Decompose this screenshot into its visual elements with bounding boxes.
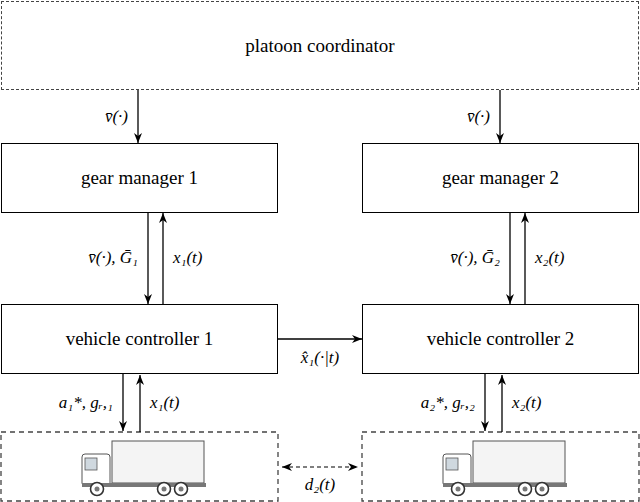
signal-label: d₂(t) — [303, 476, 337, 495]
coordinator-box: platoon coordinator — [1, 1, 639, 90]
box-title: vehicle controller 2 — [427, 328, 575, 350]
signal-arrow — [137, 90, 138, 143]
signal-arrow — [501, 375, 502, 432]
signal-arrow — [147, 213, 148, 304]
signal-label: a₂*, gᵣ,₂ — [419, 394, 477, 413]
signal-arrow — [139, 375, 140, 432]
signal-label: x₁(t) — [171, 249, 205, 268]
signal-label: x₂(t) — [510, 394, 544, 413]
signal-arrow — [484, 374, 485, 431]
box-title: gear manager 1 — [81, 167, 198, 189]
signal-arrow — [509, 213, 510, 304]
signal-label: x₁(t) — [148, 394, 182, 413]
signal-label: v̄(·) — [103, 108, 130, 127]
signal-arrow — [278, 338, 362, 339]
box-title: platoon coordinator — [245, 35, 394, 57]
signal-label: v̄(·) — [465, 108, 492, 127]
controller-box: vehicle controller 1 — [1, 304, 278, 374]
box-title: gear manager 2 — [442, 167, 559, 189]
signal-arrow — [499, 90, 500, 143]
signal-label: x̂₁(·|t) — [299, 349, 341, 368]
truck-icon — [443, 441, 567, 496]
manager-box: gear manager 2 — [362, 143, 639, 213]
signal-arrow — [162, 213, 163, 304]
manager-box: gear manager 1 — [1, 143, 278, 213]
vehicle-frame — [362, 432, 639, 501]
signal-label: v̄(·), Ḡ₂ — [448, 249, 502, 268]
signal-label: a₁*, gᵣ,₁ — [57, 394, 115, 413]
controller-box: vehicle controller 2 — [362, 304, 639, 374]
distance-arrow — [282, 466, 358, 467]
signal-label: v̄(·), Ḡ₁ — [86, 249, 140, 268]
signal-arrow — [122, 374, 123, 431]
signal-arrow — [524, 213, 525, 304]
signal-label: x₂(t) — [533, 249, 567, 268]
box-title: vehicle controller 1 — [66, 328, 214, 350]
truck-icon — [82, 441, 206, 496]
vehicle-frame — [1, 432, 278, 501]
